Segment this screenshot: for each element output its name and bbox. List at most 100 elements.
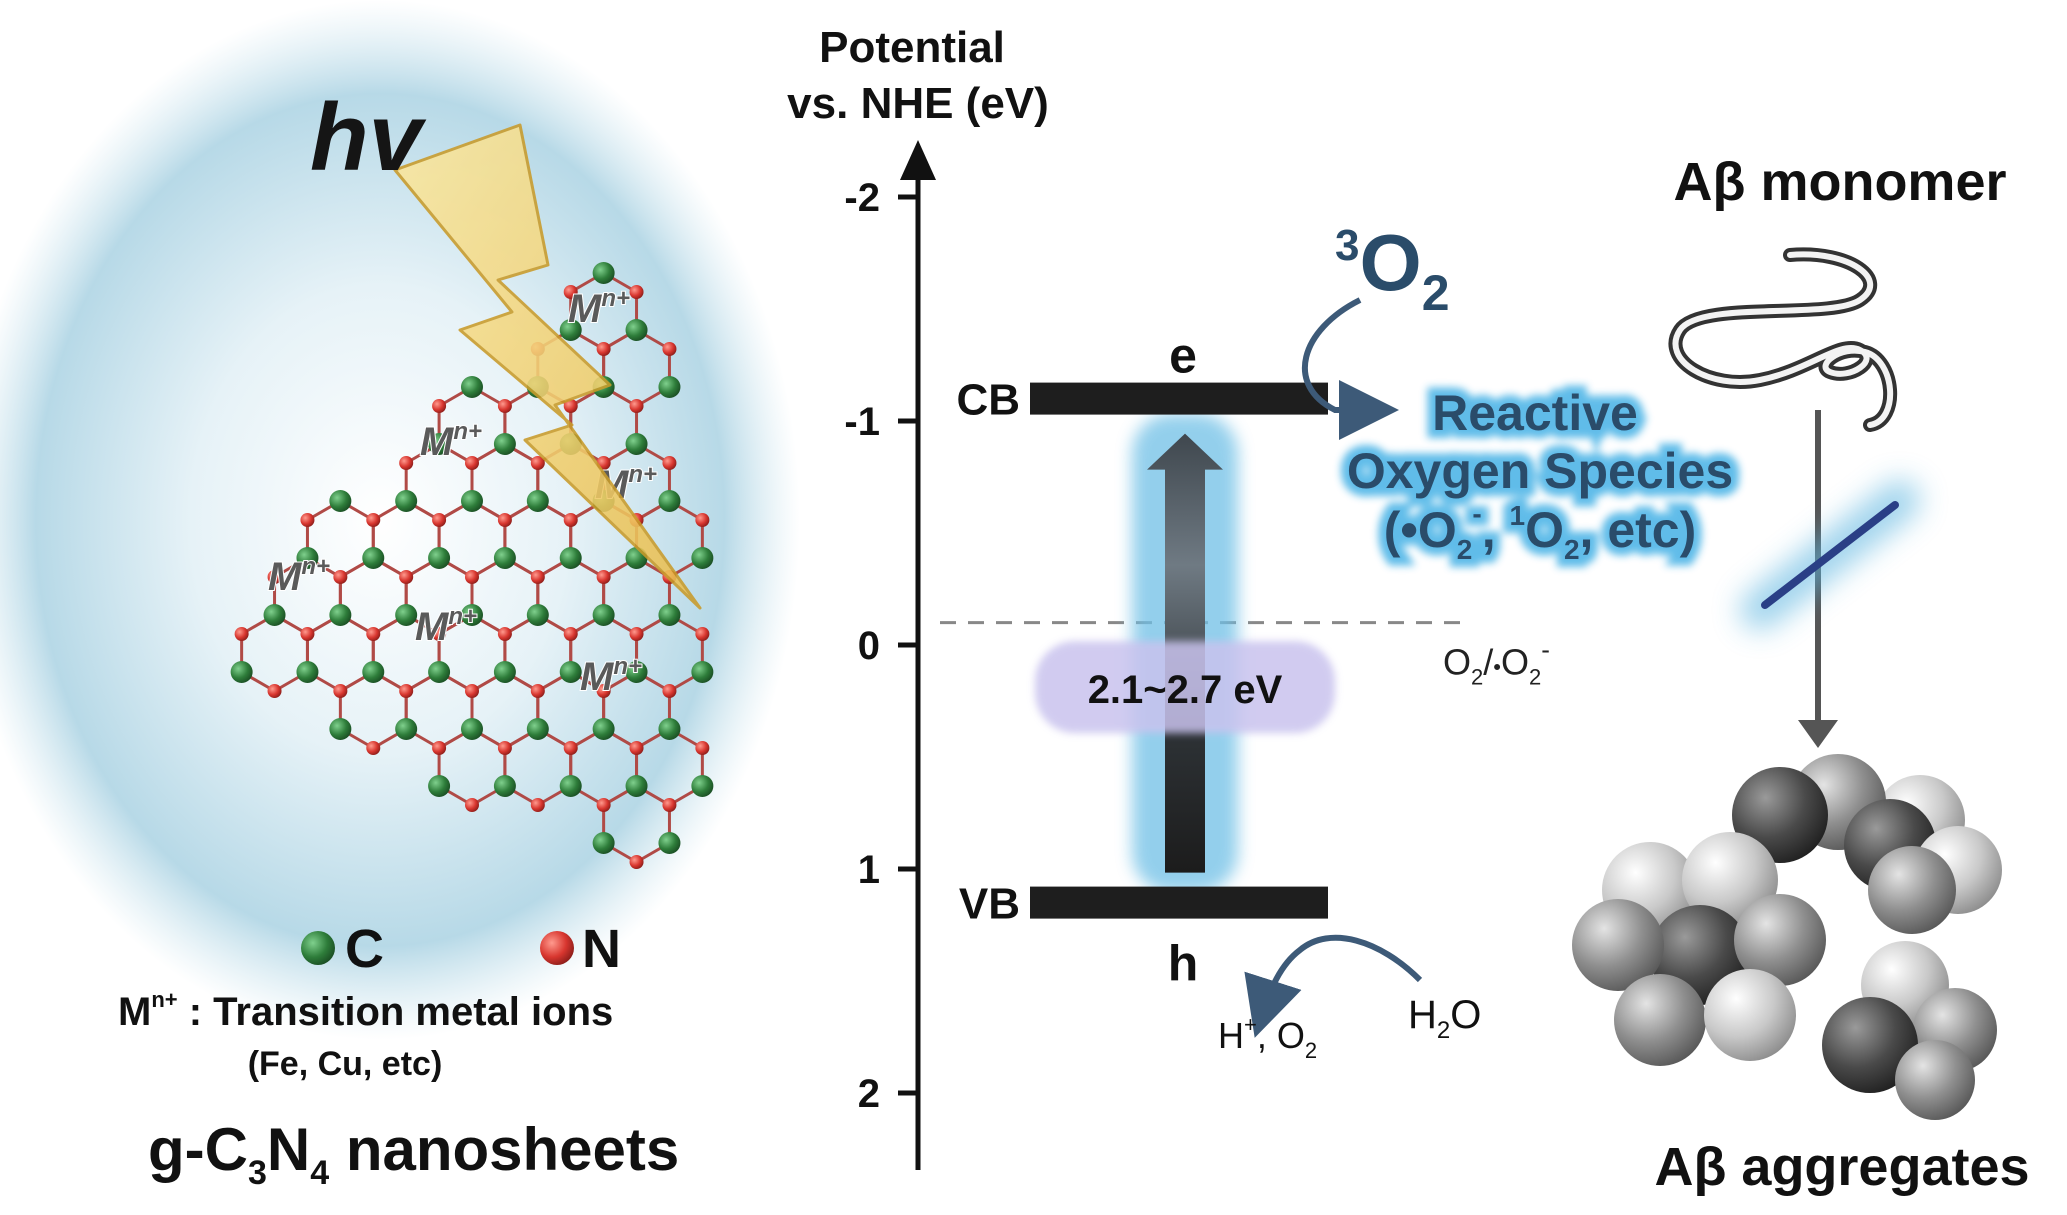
carbon-atom [625, 661, 648, 683]
electron-label: e [1169, 328, 1197, 384]
redox-dot: • [1493, 655, 1501, 680]
title-mid: N [267, 1116, 310, 1183]
nitrogen-atom [695, 513, 710, 527]
ros-singlet-sub: 2 [1564, 534, 1580, 565]
ros-superoxide-sup: - [1472, 498, 1481, 529]
redox-sub2b: 2 [1529, 665, 1541, 690]
carbon-atom [658, 832, 681, 854]
metal-ion-label: Mn+ [268, 553, 330, 599]
nitrogen-atom [333, 570, 348, 584]
title-sub-3: 3 [248, 1154, 267, 1192]
carbon-atom [592, 262, 615, 284]
nitrogen-legend-label: N [582, 919, 621, 979]
nitrogen-atom [596, 798, 611, 812]
carbon-atom [296, 547, 319, 569]
carbon-atom [296, 661, 319, 683]
nitrogen-atom [497, 513, 512, 527]
nitrogen-atom [300, 513, 315, 527]
aggregation-arrowhead [1798, 720, 1838, 748]
triplet-oxygen-label: 3O2 [1335, 218, 1450, 321]
nitrogen-atom [333, 684, 348, 698]
redox-o2: O [1501, 642, 1529, 683]
nitrogen-atom [366, 513, 381, 527]
carbon-atom [559, 319, 582, 341]
hole-label: h [1168, 936, 1199, 992]
axis-title-line2: vs. NHE (eV) [787, 79, 1049, 128]
axis-tick-label: 0 [858, 624, 880, 668]
ros-line2-glow: Oxygen Species [1347, 443, 1733, 499]
metal-ion-label: Mn+ [415, 603, 477, 649]
bandgap-label-glow [1035, 641, 1335, 734]
nitrogen-atom [366, 741, 381, 755]
ros-singlet: O [1525, 502, 1564, 558]
nitrogen-atom [662, 456, 677, 470]
carbon-atom [559, 775, 582, 797]
ros-line2: Oxygen Species [1347, 443, 1733, 499]
redox-sub2: 2 [1471, 665, 1483, 690]
nitrogen-atom [267, 684, 282, 698]
carbon-atom [329, 718, 352, 740]
monomer-label: Aβ monomer [1674, 152, 2007, 212]
carbon-legend-label: C [345, 919, 384, 979]
metal-ion-label: Mn+ [420, 418, 482, 464]
carbon-atom [658, 604, 681, 626]
carbon-atom [625, 433, 648, 455]
water-sub: 2 [1437, 1017, 1450, 1044]
redox-minus: - [1541, 635, 1550, 665]
carbon-atom [691, 775, 714, 797]
products-o: , O [1257, 1015, 1305, 1056]
nitrogen-atom [497, 741, 512, 755]
title-prefix: g-C [148, 1116, 248, 1183]
nitrogen-atom [563, 513, 578, 527]
carbon-atom [691, 661, 714, 683]
carbon-atom [493, 433, 516, 455]
nitrogen-atom [662, 684, 677, 698]
products-label: H+, O2 [1218, 1012, 1317, 1063]
oxygen-sub: 2 [1422, 265, 1450, 321]
carbon-atom [658, 490, 681, 512]
ros-comma: , [1482, 502, 1510, 558]
valence-band-label: VB [959, 880, 1020, 929]
nitrogen-atom [530, 456, 545, 470]
ros-line1: Reactive [1432, 385, 1638, 441]
oxygen-sup: 3 [1335, 221, 1359, 270]
nitrogen-atom [629, 399, 644, 413]
carbon-atom [362, 547, 385, 569]
oxygen-base: O [1359, 218, 1421, 307]
carbon-atom [428, 661, 451, 683]
axis-tick-label: -1 [844, 400, 880, 444]
carbon-atom [230, 661, 253, 683]
nitrogen-atom [596, 342, 611, 356]
nitrogen-atom [629, 627, 644, 641]
nitrogen-atom [464, 570, 479, 584]
axis-tick-label: 1 [858, 848, 880, 892]
nitrogen-atom [530, 570, 545, 584]
inhibition-bar [1740, 480, 1920, 630]
carbon-legend-sphere [301, 931, 335, 965]
title-suffix: nanosheets [329, 1116, 679, 1183]
carbon-atom [329, 490, 352, 512]
nitrogen-atom [464, 798, 479, 812]
ros-singlet-sup: 1 [1509, 500, 1525, 531]
nanosheet-title: g-C3N4 nanosheets [148, 1116, 679, 1192]
nitrogen-atom [399, 456, 414, 470]
nitrogen-atom [234, 627, 249, 641]
metal-ion-label: Mn+ [568, 285, 630, 331]
carbon-atom [592, 718, 615, 740]
metal-ion-label: Mn+ [580, 653, 642, 699]
carbon-atom [460, 490, 483, 512]
carbon-atom [460, 604, 483, 626]
nitrogen-legend-sphere [540, 931, 574, 965]
carbon-atom [493, 547, 516, 569]
carbon-atom [658, 718, 681, 740]
water-o: O [1450, 993, 1481, 1037]
carbon-atom [329, 604, 352, 626]
nitrogen-atom [629, 741, 644, 755]
carbon-atom [691, 547, 714, 569]
bandgap-label: 2.1~2.7 eV [1088, 668, 1283, 712]
carbon-atom [493, 661, 516, 683]
carbon-atom [428, 547, 451, 569]
